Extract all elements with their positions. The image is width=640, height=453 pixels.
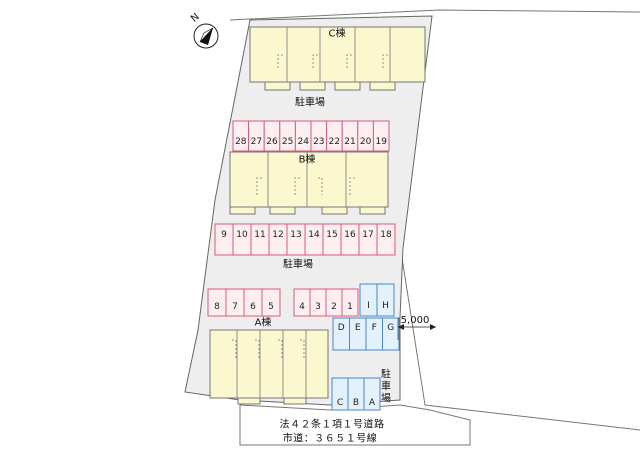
road-label-line2: 市道：３６５１号線 — [283, 432, 378, 445]
parking-space-label: 26 — [266, 137, 278, 147]
parking-lot-label-right-1: 駐 — [381, 368, 391, 381]
parking-space-label: 3 — [315, 302, 321, 312]
parking-row-9-18: 9 10 11 12 13 14 15 16 17 18 — [214, 223, 396, 256]
parking-space-label: A — [369, 398, 376, 408]
parking-space-label: 8 — [214, 302, 220, 312]
parking-space-18 — [376, 223, 396, 256]
parking-space-label: 16 — [344, 230, 356, 240]
parking-space-label: 28 — [235, 137, 247, 147]
parking-space-label: 20 — [360, 137, 372, 147]
parking-space-h — [376, 283, 395, 317]
building-b-label: B棟 — [299, 153, 316, 166]
parking-space-label: 9 — [221, 230, 227, 240]
parking-space-label: 13 — [290, 230, 301, 240]
parking-space-label: 2 — [331, 302, 337, 312]
parking-space-g — [382, 317, 400, 351]
dimension-label: 5,000 — [401, 315, 430, 326]
parking-space-label: 4 — [299, 302, 305, 312]
parking-space-label: 25 — [282, 137, 293, 147]
parking-space-label: 22 — [329, 137, 340, 147]
outer-boundary — [229, 9, 640, 21]
building-c-label: C棟 — [329, 27, 346, 40]
parking-space-label: 18 — [380, 230, 392, 240]
parking-space-1 — [341, 288, 359, 317]
parking-space-label: 7 — [232, 302, 238, 312]
parking-row-5-8: 8 7 6 5 — [207, 288, 281, 317]
right-boundary — [399, 244, 640, 431]
parking-space-19 — [372, 120, 390, 152]
north-arrow-icon — [193, 23, 219, 49]
parking-space-a — [363, 377, 381, 411]
parking-space-label: 23 — [313, 137, 324, 147]
dimension-marker — [397, 318, 436, 340]
parking-space-label: 21 — [344, 137, 355, 147]
parking-space-label: 15 — [326, 230, 337, 240]
parking-space-label: 10 — [236, 230, 248, 240]
road-label-line1: 法４２条１項１号道路 — [280, 418, 385, 431]
parking-space-label: 27 — [251, 137, 262, 147]
parking-space-label: H — [382, 301, 389, 311]
parking-space-label: 14 — [308, 230, 320, 240]
parking-lot-label-right-3: 場 — [381, 392, 391, 405]
parking-lot-label-middle: 駐車場 — [283, 258, 313, 271]
parking-space-label: 12 — [272, 230, 283, 240]
parking-space-label: G — [387, 323, 394, 333]
parking-lot-label-right-2: 車 — [381, 380, 391, 393]
parking-space-5 — [261, 288, 281, 317]
parking-space-label: I — [367, 301, 370, 311]
building-c — [249, 26, 426, 91]
parking-space-label: 17 — [362, 230, 373, 240]
parking-space-label: 6 — [250, 302, 256, 312]
parking-space-label: F — [372, 323, 377, 333]
parking-space-label: 24 — [297, 137, 309, 147]
parking-space-label: E — [355, 323, 361, 333]
parking-space-label: 5 — [268, 302, 274, 312]
parking-space-label: 1 — [347, 302, 353, 312]
parking-space-i — [359, 283, 378, 317]
north-label: N — [189, 11, 202, 24]
parking-space-label: D — [338, 323, 345, 333]
parking-lot-label-top: 駐車場 — [295, 96, 325, 109]
parking-space-label: B — [353, 398, 359, 408]
parking-space-label: 19 — [375, 137, 387, 147]
building-a — [209, 329, 329, 405]
parking-space-label: C — [337, 398, 343, 408]
building-a-label: A棟 — [255, 316, 272, 329]
building-b — [229, 151, 389, 215]
parking-space-label: 11 — [254, 230, 265, 240]
